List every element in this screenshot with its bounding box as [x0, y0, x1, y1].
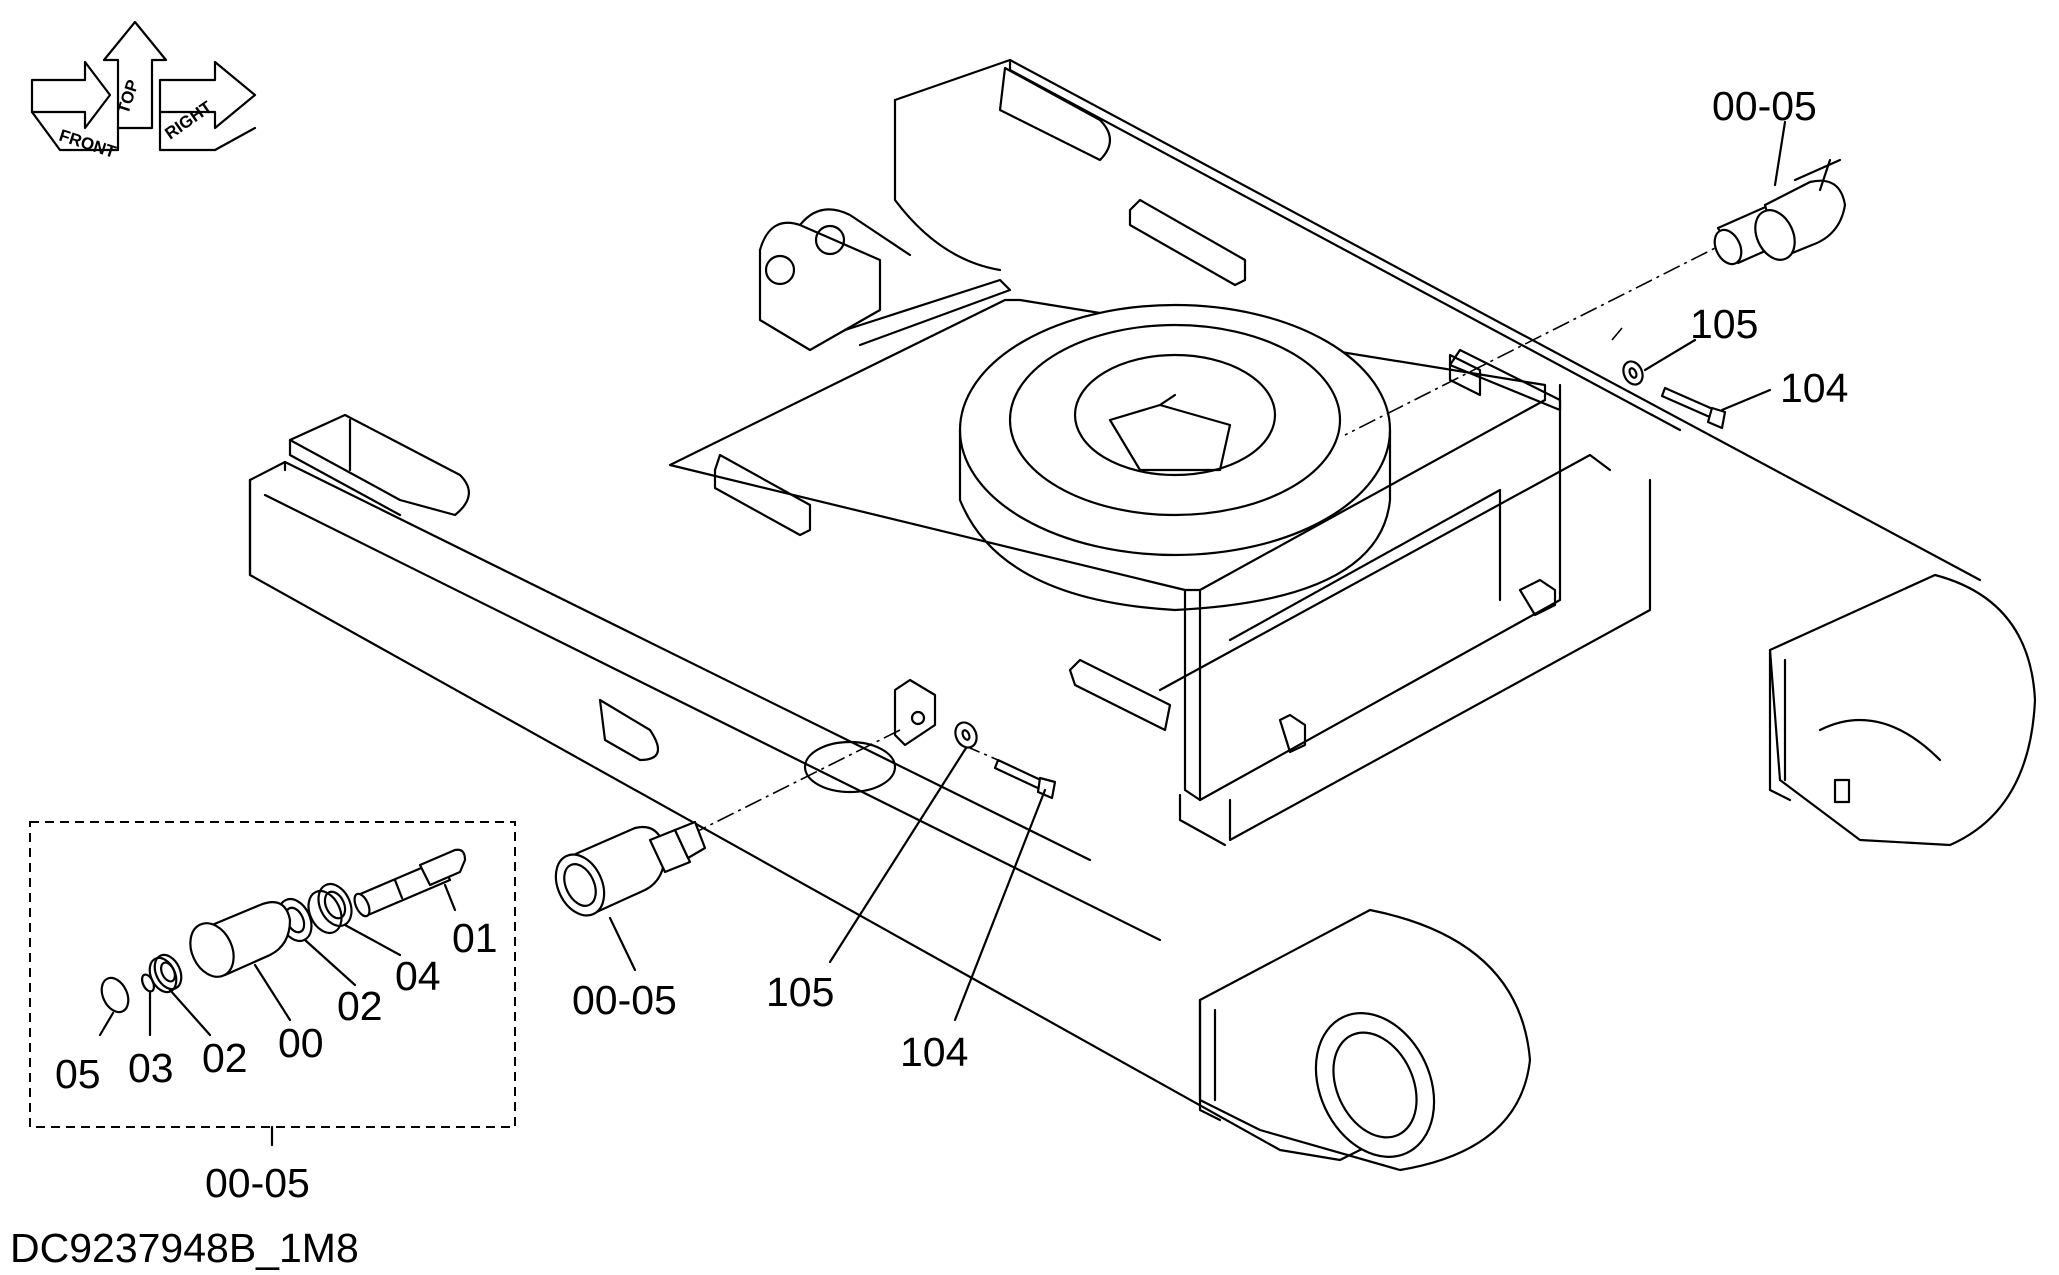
inset-label-seal: 04 — [395, 953, 441, 999]
inset-exploded-view — [29, 821, 516, 1147]
washer-top — [1622, 360, 1644, 386]
inset-label-roller-body: 00 — [278, 1020, 324, 1066]
callout-bolt-top: 104 — [1780, 365, 1848, 411]
inset-label-cap: 05 — [55, 1051, 101, 1097]
inset-roller-body — [189, 901, 292, 978]
callout-washer-top: 105 — [1690, 301, 1758, 347]
inset-bushing-left — [148, 953, 183, 994]
inset-frame — [29, 821, 516, 1128]
roller-assembly-top-right — [1713, 158, 1847, 266]
callout-washer-center: 105 — [766, 969, 834, 1015]
callout-inset-assy: 00-05 — [205, 1160, 310, 1206]
orientation-front-label: FRONT — [57, 126, 119, 162]
orientation-icon: FRONT TOP RIGHT — [30, 20, 257, 162]
inset-label-bushing-left: 02 — [202, 1035, 248, 1081]
washer-center — [954, 721, 978, 749]
track-frame-drawing — [248, 58, 2037, 1172]
bolt-center — [993, 758, 1057, 800]
inset-shaft — [353, 848, 467, 918]
inset-cap — [100, 976, 130, 1014]
inset-snap-ring — [140, 973, 156, 993]
roller-assembly-center — [554, 820, 707, 917]
drawing-code: DC9237948B_1M8 — [10, 1225, 359, 1271]
callout-labels: 00-05 105 104 00-05 105 104 01 04 02 00 … — [10, 83, 1848, 1271]
bolt-top — [1660, 386, 1727, 430]
inset-seal — [307, 882, 353, 935]
callout-assy-center: 00-05 — [572, 977, 677, 1023]
inset-label-shaft: 01 — [452, 915, 498, 961]
inset-label-snap-ring: 03 — [128, 1045, 174, 1091]
callout-assy-top-right: 00-05 — [1712, 83, 1817, 129]
inset-label-bushing-right: 02 — [337, 983, 383, 1029]
callout-bolt-center: 104 — [900, 1029, 968, 1075]
leader-lines — [608, 120, 1787, 1022]
